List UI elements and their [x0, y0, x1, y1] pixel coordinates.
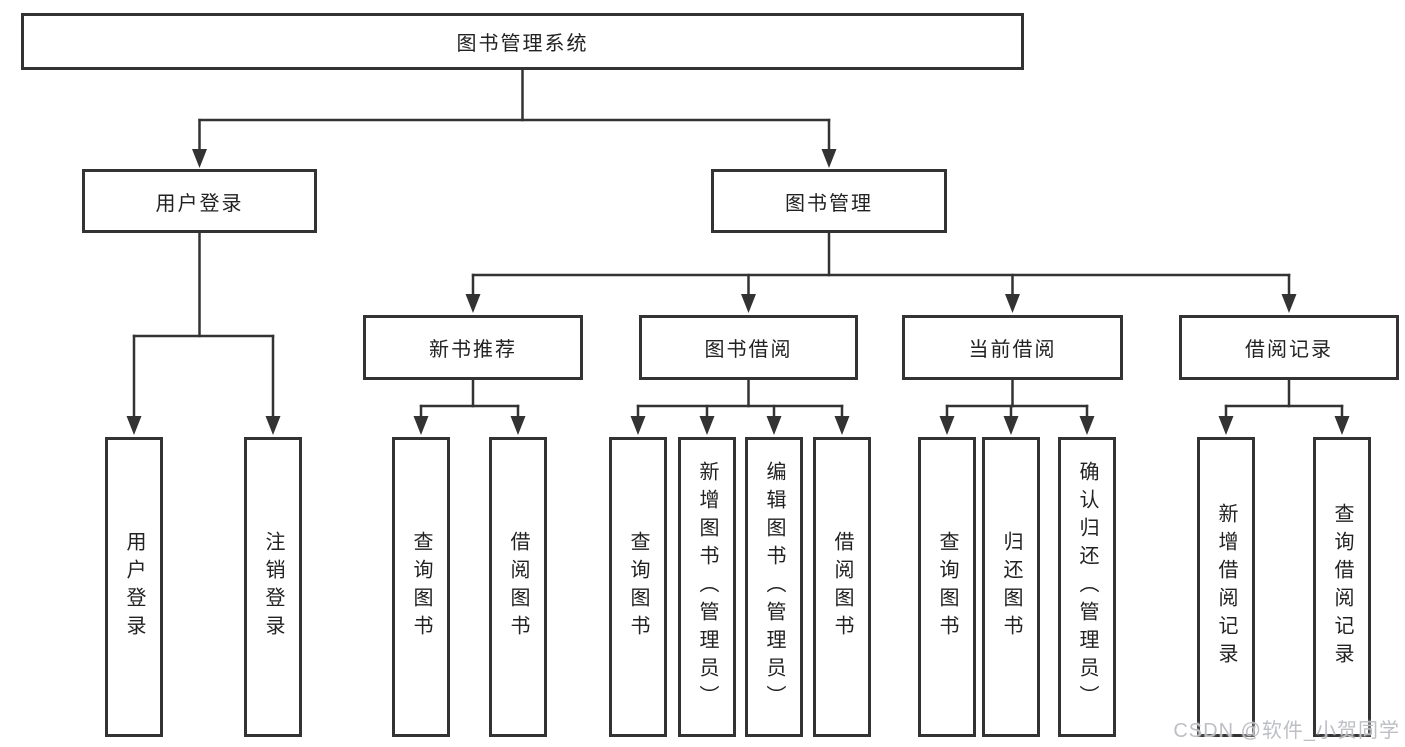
arrowhead-down-icon — [699, 416, 715, 435]
arrowhead-down-icon — [1079, 416, 1095, 435]
node-book-management-label: 图书管理 — [785, 192, 873, 215]
arrowhead-down-icon — [1005, 294, 1020, 313]
arrowhead-down-icon — [821, 149, 837, 168]
leaf-query-book-current-label: 查询图书 — [936, 531, 958, 643]
arrowhead-down-icon — [413, 416, 429, 435]
arrowhead-down-icon — [1218, 416, 1234, 435]
node-current-borrow: 当前借阅 — [902, 315, 1123, 380]
leaf-return-book: 归还图书 — [982, 437, 1040, 737]
leaf-query-book-borrow: 查询图书 — [609, 437, 667, 737]
arrowhead-down-icon — [126, 416, 142, 435]
node-user-login: 用户登录 — [82, 169, 317, 233]
leaf-query-book-recommend: 查询图书 — [392, 437, 450, 737]
arrowhead-down-icon — [1281, 294, 1297, 313]
leaf-query-book-current: 查询图书 — [918, 437, 976, 737]
leaf-edit-book-admin-label: 编辑图书（管理员） — [763, 461, 785, 713]
leaf-query-borrow-record: 查询借阅记录 — [1313, 437, 1371, 737]
leaf-query-book-recommend-label: 查询图书 — [410, 531, 432, 643]
leaf-add-borrow-record: 新增借阅记录 — [1197, 437, 1255, 737]
node-user-login-label: 用户登录 — [155, 192, 244, 215]
node-book-management: 图书管理 — [711, 169, 947, 233]
arrowhead-down-icon — [192, 149, 207, 168]
leaf-logout-label: 注销登录 — [262, 531, 284, 643]
arrowhead-down-icon — [766, 416, 782, 435]
leaf-borrow-book: 借阅图书 — [813, 437, 871, 737]
arrowhead-down-icon — [630, 416, 646, 435]
leaf-query-book-borrow-label: 查询图书 — [627, 531, 649, 643]
arrowhead-down-icon — [834, 416, 850, 435]
leaf-confirm-return-admin: 确认归还（管理员） — [1058, 437, 1116, 737]
node-borrow-record: 借阅记录 — [1179, 315, 1399, 380]
arrowhead-down-icon — [265, 416, 281, 435]
leaf-return-book-label: 归还图书 — [1000, 531, 1022, 643]
leaf-logout: 注销登录 — [244, 437, 302, 737]
leaf-confirm-return-admin-label: 确认归还（管理员） — [1076, 461, 1098, 713]
leaf-user-login-label: 用户登录 — [123, 531, 145, 643]
leaf-add-borrow-record-label: 新增借阅记录 — [1215, 503, 1237, 671]
leaf-add-book-admin: 新增图书（管理员） — [678, 437, 736, 737]
arrowhead-down-icon — [1334, 416, 1350, 435]
watermark: CSDN @软件_小贺同学 — [1173, 720, 1400, 742]
leaf-borrow-book-label: 借阅图书 — [831, 531, 853, 643]
leaf-borrow-book-recommend: 借阅图书 — [489, 437, 547, 737]
node-current-borrow-label: 当前借阅 — [968, 339, 1057, 361]
node-root: 图书管理系统 — [21, 13, 1024, 70]
leaf-borrow-book-recommend-label: 借阅图书 — [507, 531, 529, 643]
leaf-user-login: 用户登录 — [105, 437, 163, 737]
arrowhead-down-icon — [1003, 416, 1019, 435]
arrowhead-down-icon — [510, 416, 526, 435]
leaf-query-borrow-record-label: 查询借阅记录 — [1331, 503, 1353, 671]
node-book-borrow: 图书借阅 — [639, 315, 858, 380]
leaf-edit-book-admin: 编辑图书（管理员） — [745, 437, 803, 737]
node-new-book-recommend-label: 新书推荐 — [429, 339, 517, 361]
node-new-book-recommend: 新书推荐 — [363, 315, 583, 380]
node-borrow-record-label: 借阅记录 — [1245, 339, 1333, 361]
arrowhead-down-icon — [465, 294, 481, 313]
arrowhead-down-icon — [939, 416, 955, 435]
leaf-add-book-admin-label: 新增图书（管理员） — [696, 461, 718, 713]
node-root-label: 图书管理系统 — [456, 33, 589, 55]
node-book-borrow-label: 图书借阅 — [704, 339, 793, 361]
arrowhead-down-icon — [741, 294, 756, 313]
